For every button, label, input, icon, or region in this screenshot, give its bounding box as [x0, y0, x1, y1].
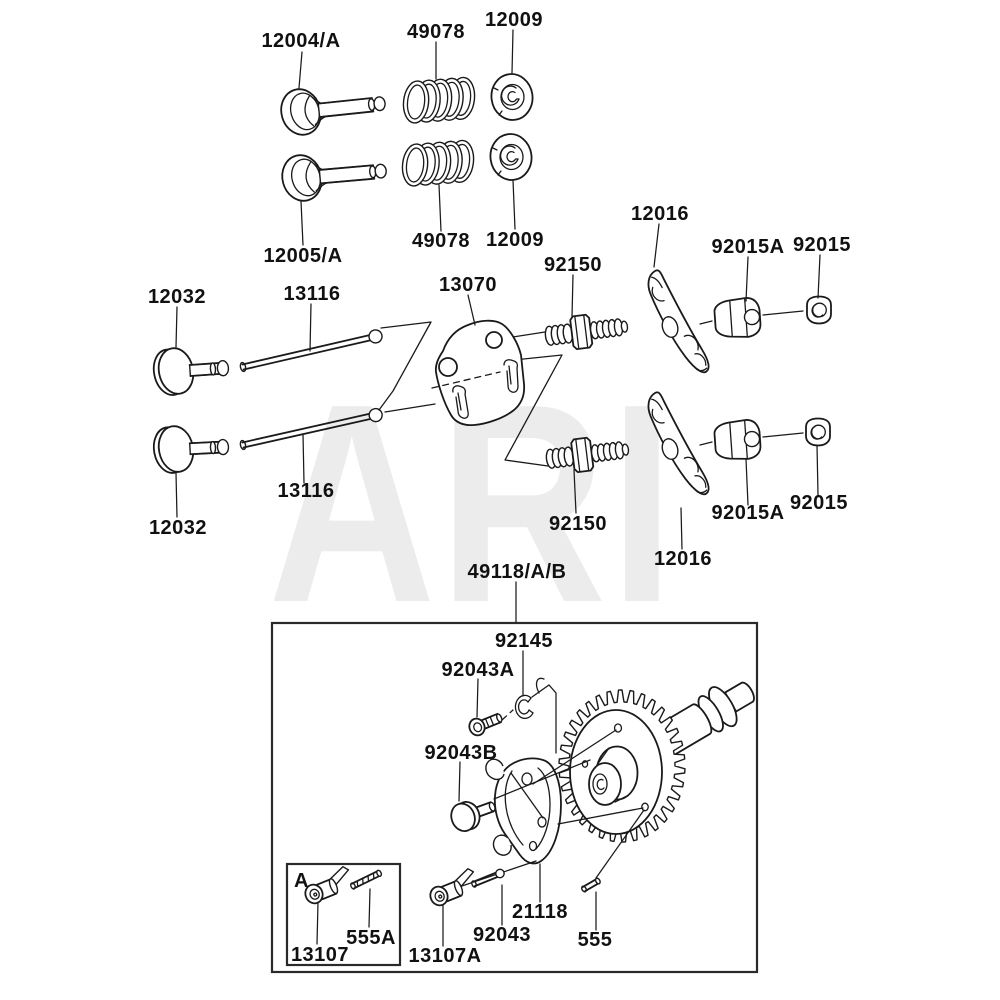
gear-hub-front [588, 762, 622, 806]
shaft-end-hook-line [535, 677, 545, 694]
pin-92043b-drawing [450, 801, 496, 832]
part-labels: 12004/A 49078 12009 12005/A 49078 12009 … [148, 9, 851, 967]
part-label-12009-bottom: 12009 [486, 229, 544, 251]
axis-line [557, 807, 644, 825]
part-label-12016-bottom: 12016 [654, 548, 712, 570]
part-label-12032-bottom: 12032 [149, 517, 207, 539]
inset-label-a: A [294, 870, 309, 892]
rocker-pushrod-group [148, 262, 832, 504]
pivot-bottom-drawing [712, 418, 763, 463]
part-label-92043: 92043 [473, 924, 531, 946]
nut-bottom-drawing [805, 417, 831, 447]
pin-555a-drawing [350, 869, 383, 890]
part-label-49078-top: 49078 [407, 21, 465, 43]
gear-hole-upper [613, 723, 623, 733]
nut-top-drawing [806, 295, 832, 325]
part-label-13116-bottom: 13116 [277, 480, 334, 502]
part-label-13070: 13070 [439, 274, 497, 296]
cam-gear-drawing [558, 689, 686, 843]
part-label-13107: 13107 [291, 944, 349, 966]
valve-spring-top-drawing [400, 75, 478, 125]
pin-555-drawing [581, 877, 601, 893]
intake-valve-drawing [274, 76, 389, 142]
camshaft-box-group [270, 621, 759, 974]
bolt-92043a-drawing [468, 712, 503, 737]
assembly-frame [270, 621, 759, 974]
shaft-13107a-drawing [424, 866, 482, 909]
governor-weight-drawing [485, 757, 562, 865]
part-label-92043B: 92043B [424, 742, 497, 764]
axis-line [762, 432, 804, 438]
part-label-49118AB: 49118/A/B [467, 561, 566, 583]
part-label-92150-top: 92150 [544, 254, 602, 276]
hub-bore [592, 773, 608, 795]
spring-retainer-bottom-drawing [486, 130, 536, 184]
part-label-555A: 555A [346, 927, 396, 949]
part-label-12009-top: 12009 [485, 9, 543, 31]
gear-hole-lower [641, 802, 649, 812]
part-label-12016-top: 12016 [631, 203, 689, 225]
part-label-12032-top: 12032 [148, 286, 206, 308]
spring-retainer-top-drawing [487, 70, 537, 124]
part-label-555: 555 [578, 929, 613, 951]
part-label-13107A: 13107A [408, 945, 481, 967]
part-label-21118: 21118 [512, 901, 568, 923]
plate-slot-bottom [452, 385, 469, 419]
axis-line [532, 729, 617, 785]
pin-pointer-line [595, 809, 645, 879]
tappet-top-drawing [148, 341, 232, 400]
exhaust-valve-drawing [275, 143, 390, 207]
valve-components-group [274, 70, 537, 207]
snap-ring-drawing [514, 694, 534, 720]
axis-line [699, 441, 713, 446]
part-label-92015A-top: 92015A [711, 236, 784, 258]
snap-ring-pointer-line [531, 684, 557, 754]
axis-line [493, 759, 591, 800]
guide-plate-drawing [431, 319, 526, 427]
part-label-92015-top: 92015 [793, 234, 851, 256]
pointer-line [384, 403, 436, 413]
part-label-13116-top: 13116 [283, 283, 340, 305]
plate-slot-right [503, 359, 519, 393]
pin-92043-drawing [471, 868, 505, 888]
part-label-92043A: 92043A [441, 659, 514, 681]
part-label-92145: 92145 [495, 630, 553, 652]
part-label-92015A-bottom: 92015A [711, 502, 784, 524]
part-label-12004A: 12004/A [261, 30, 340, 52]
tappet-bottom-drawing [148, 420, 231, 478]
axis-line [762, 310, 804, 316]
pivot-top-drawing [712, 296, 763, 341]
part-label-92015-bottom: 92015 [790, 492, 848, 514]
part-label-12005A: 12005/A [263, 245, 342, 267]
valve-spring-bottom-drawing [399, 138, 477, 188]
inset-frame [285, 862, 402, 967]
part-label-92150-bottom: 92150 [549, 513, 607, 535]
axis-line [699, 320, 713, 325]
part-label-49078-bottom: 49078 [412, 230, 470, 252]
dashed-axis-line [501, 709, 514, 721]
shaft-pointer-line [452, 860, 537, 890]
z-pointer-left [378, 321, 432, 411]
leader-lines [175, 29, 821, 947]
gear-hole-left [581, 760, 589, 768]
hidden-edge-line [431, 371, 501, 389]
